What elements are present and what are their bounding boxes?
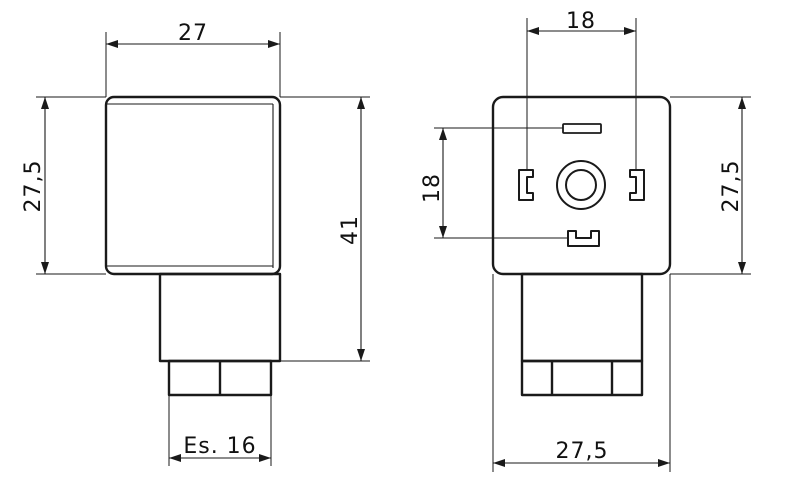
front-view: 18 18 27,5 27,5 xyxy=(420,9,751,472)
contact-right xyxy=(629,169,645,201)
side-view-stem xyxy=(158,272,282,363)
dim-27-5-bottom-label: 27,5 xyxy=(556,439,609,464)
contact-left xyxy=(518,169,534,201)
dim-27-5-left-label: 27,5 xyxy=(21,160,46,213)
dim-18-top-label: 18 xyxy=(566,9,596,34)
contact-bottom xyxy=(567,230,600,247)
center-screw-outer xyxy=(556,160,606,210)
dim-27-5-right-label: 27,5 xyxy=(719,160,744,213)
ground-contact-slot xyxy=(562,123,602,134)
dim-es16-label: Es. 16 xyxy=(183,434,256,459)
center-screw-inner xyxy=(565,169,597,201)
side-view: 27 27,5 41 Es. 16 xyxy=(21,21,370,466)
side-view-body xyxy=(104,95,282,276)
dim-18-left-label: 18 xyxy=(420,173,445,203)
dim-27-label: 27 xyxy=(178,21,208,46)
dim-41-label: 41 xyxy=(338,215,363,245)
front-view-stem xyxy=(520,272,644,363)
front-view-gland-nut xyxy=(520,359,644,397)
